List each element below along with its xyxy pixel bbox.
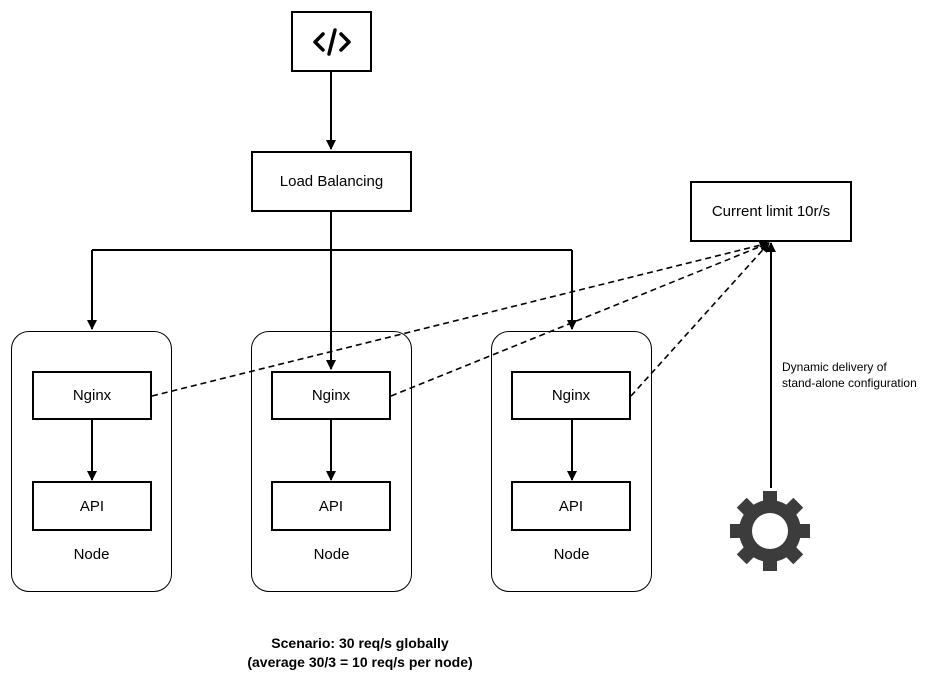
nginx-label-3: Nginx <box>551 387 591 404</box>
nginx-box-3: Nginx <box>511 371 631 420</box>
current-limit-label: Current limit 10r/s <box>711 203 831 220</box>
config-delivery-note: Dynamic delivery of stand-alone configur… <box>782 359 917 391</box>
code-icon <box>312 27 351 56</box>
nginx-box-2: Nginx <box>271 371 391 420</box>
node-label-1: Node <box>73 546 110 563</box>
gear-icon <box>730 491 810 571</box>
api-box-2: API <box>271 481 391 531</box>
node-frame-2 <box>251 331 412 592</box>
scenario-line-1: Scenario: 30 req/s globally <box>271 635 449 651</box>
client-code-box <box>291 11 372 72</box>
nginx-box-1: Nginx <box>32 371 152 420</box>
node-frame-3 <box>491 331 652 592</box>
nginx-1-limit-dashed <box>151 240 770 397</box>
scenario-line-2: (average 30/3 = 10 req/s per node) <box>247 654 473 670</box>
nginx-label-2: Nginx <box>311 387 351 404</box>
api-label-2: API <box>318 497 344 515</box>
node-frame-1 <box>11 331 172 592</box>
api-box-3: API <box>511 481 631 531</box>
load-balancing-label: Load Balancing <box>279 173 384 190</box>
api-label-3: API <box>558 497 584 515</box>
nginx-label-1: Nginx <box>72 387 112 404</box>
load-balancing-box: Load Balancing <box>251 151 412 212</box>
node-label-3: Node <box>553 546 590 563</box>
node-label-2: Node <box>313 546 350 563</box>
api-label-1: API <box>79 497 105 515</box>
nginx-2-limit-dashed <box>390 241 770 397</box>
scenario-caption: Scenario: 30 req/s globally (average 30/… <box>180 634 540 672</box>
current-limit-box: Current limit 10r/s <box>690 181 852 242</box>
config-note-line-1: Dynamic delivery of <box>782 360 887 374</box>
config-note-line-2: stand-alone configuration <box>782 376 917 390</box>
api-box-1: API <box>32 481 152 531</box>
nginx-3-limit-dashed <box>630 242 770 397</box>
